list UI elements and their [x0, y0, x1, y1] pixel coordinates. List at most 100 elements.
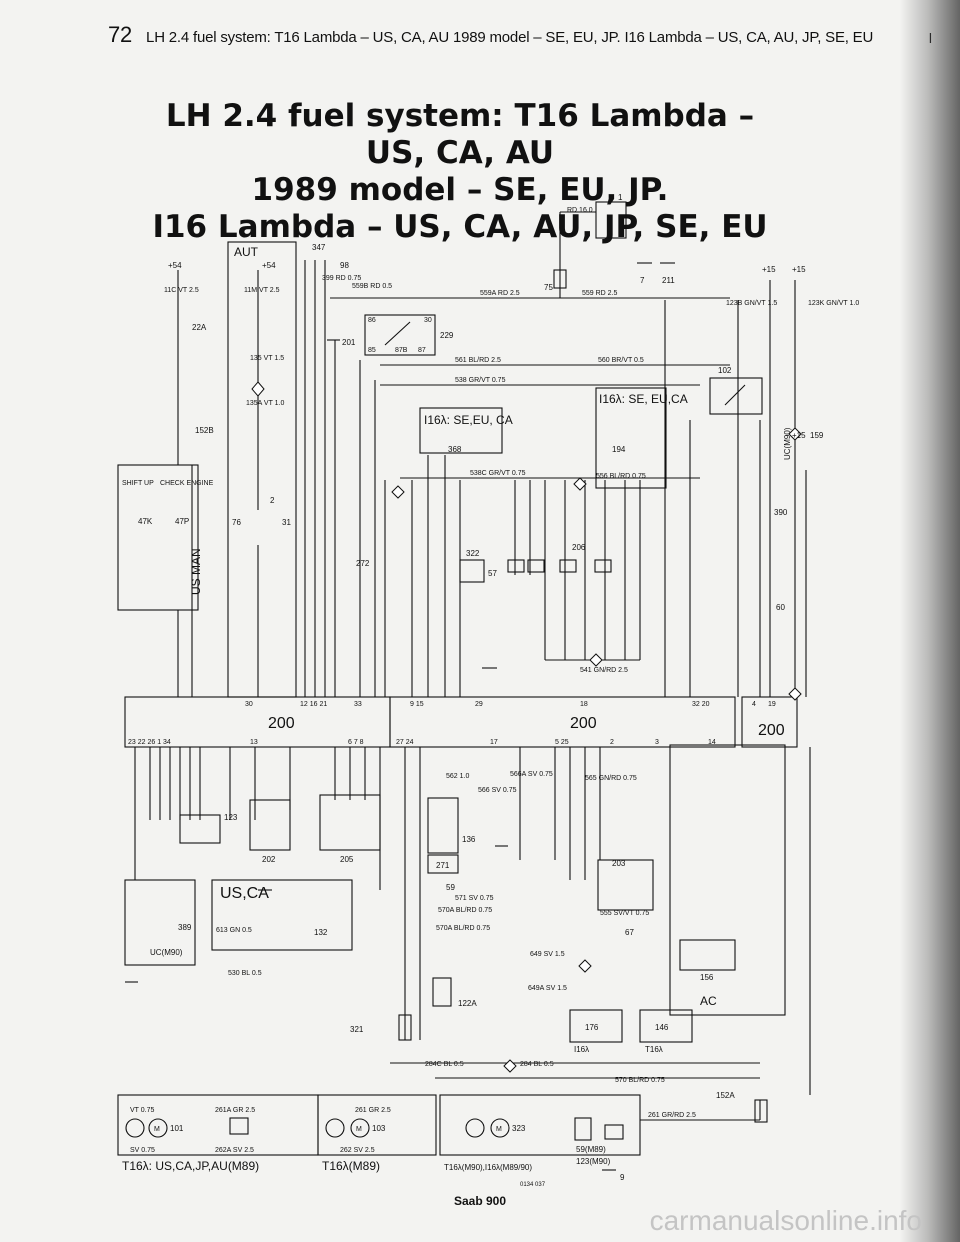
- ecu-right-label: 200: [570, 715, 597, 732]
- comp-76: 76: [232, 518, 241, 527]
- comp-205: 205: [340, 855, 354, 864]
- comp-202: 202: [262, 855, 276, 864]
- pin-85: 85: [368, 347, 376, 354]
- pin-9-15: 9 15: [410, 701, 424, 708]
- motor-101-number: 101: [170, 1124, 184, 1133]
- wire-11m: 11M VT 2.5: [244, 287, 280, 294]
- wire-123k: 123K GN/VT 1.0: [808, 300, 859, 307]
- comp-136: 136: [462, 835, 476, 844]
- relay-123-m90: 123(M90): [576, 1157, 611, 1166]
- wire-538: 538 GR/VT 0.75: [455, 377, 506, 384]
- footer-brand: Saab 900: [453, 1194, 507, 1208]
- pin-30: 30: [245, 701, 253, 708]
- wire-284: 284 BL 0.5: [520, 1061, 554, 1068]
- supply-plus15-right: +15: [792, 265, 806, 274]
- us-ca-label: US,CA: [220, 885, 269, 902]
- pin-2: 2: [610, 739, 614, 746]
- pin-29: 29: [475, 701, 483, 708]
- wire-649: 649 SV 1.5: [530, 951, 565, 958]
- comp-60: 60: [776, 603, 785, 612]
- shift-up-label: SHIFT UP: [122, 480, 154, 487]
- pin-17: 17: [490, 739, 498, 746]
- wire-rd16: RD 16.0: [567, 207, 593, 214]
- check-engine-label: CHECK ENGINE: [160, 480, 214, 487]
- motor-101-label: T16λ: US,CA,JP,AU(M89): [122, 1159, 259, 1173]
- page-binding-shadow: [900, 0, 960, 1242]
- comp-272: 272: [356, 559, 370, 568]
- wire-sv075: SV 0.75: [130, 1147, 155, 1154]
- pin-86: 86: [368, 317, 376, 324]
- pin-6-7-8: 6 7 8: [348, 739, 364, 746]
- pin-5-25: 5 25: [555, 739, 569, 746]
- comp-156: 156: [700, 973, 714, 982]
- wire-570a: 570A BL/RD 0.75: [438, 907, 492, 914]
- wire-262a: 262A SV 2.5: [215, 1147, 254, 1154]
- comp-47p: 47P: [175, 517, 189, 526]
- comp-75: 75: [544, 283, 553, 292]
- uc-m90-right-label: UC(M90): [783, 427, 792, 460]
- pin-4: 4: [752, 701, 756, 708]
- comp-146: 146: [655, 1023, 669, 1032]
- relay-59-m89: 59(M89): [576, 1145, 606, 1154]
- comp-201: 201: [342, 338, 356, 347]
- wire-538c: 538C GR/VT 0.75: [470, 470, 526, 477]
- running-header: 72 LH 2.4 fuel system: T16 Lambda – US, …: [108, 22, 873, 48]
- title-line-1: LH 2.4 fuel system: T16 Lambda – US, CA,…: [165, 98, 755, 171]
- wire-559b: 559B RD 0.5: [352, 283, 392, 290]
- pin-87b: 87B: [395, 347, 408, 354]
- wire-649a: 649A SV 1.5: [528, 985, 567, 992]
- comp-123: 123: [224, 813, 238, 822]
- wire-566a: 566A SV 0.75: [510, 771, 553, 778]
- comp-347: 347: [312, 243, 326, 252]
- running-title: LH 2.4 fuel system: T16 Lambda – US, CA,…: [146, 29, 874, 46]
- comp-132: 132: [314, 928, 328, 937]
- comp-194: 194: [612, 445, 626, 454]
- comp-7: 7: [640, 276, 645, 285]
- wire-570: 570 BL/RD 0.75: [615, 1077, 665, 1084]
- aut-box: [227, 241, 297, 698]
- footer-code: 0134 037: [520, 1182, 546, 1188]
- comp-57: 57: [488, 569, 497, 578]
- pin-33: 33: [354, 701, 362, 708]
- comp-211: 211: [662, 276, 675, 285]
- pin-32-20: 32 20: [692, 701, 710, 708]
- wire-135a: 135A VT 1.0: [246, 400, 285, 407]
- aut-label: AUT: [234, 245, 259, 259]
- wire-566: 566 SV 0.75: [478, 787, 517, 794]
- motor-323-label: T16λ(M90),I16λ(M89/90): [444, 1163, 532, 1172]
- comp-229: 229: [440, 331, 454, 340]
- wire-561: 561 BL/RD 2.5: [455, 357, 501, 364]
- wire-135: 135 VT 1.5: [250, 355, 284, 362]
- comp-206: 206: [572, 543, 586, 552]
- comp-9: 9: [620, 1173, 625, 1182]
- comp-67: 67: [625, 928, 634, 937]
- wire-262-mid: 262 SV 2.5: [340, 1147, 375, 1154]
- us-man-box: [117, 464, 199, 611]
- motor-103-label: T16λ(M89): [322, 1159, 380, 1173]
- watermark: carmanualsonline.info: [649, 1205, 922, 1236]
- uc-m90-left-label: UC(M90): [150, 948, 183, 957]
- pin-19: 19: [768, 701, 776, 708]
- motor-323-letter: M: [496, 1126, 502, 1133]
- sub-t16: T16λ: [645, 1045, 663, 1054]
- comp-321: 321: [350, 1025, 364, 1034]
- pin-30-relay: 30: [424, 317, 432, 324]
- wire-261-grrd: 261 GR/RD 2.5: [648, 1112, 696, 1119]
- pin-13: 13: [250, 739, 258, 746]
- wire-123b: 123B GN/VT 1.5: [726, 300, 777, 307]
- wire-570a-b: 570A BL/RD 0.75: [436, 925, 490, 932]
- pin-3: 3: [655, 739, 659, 746]
- ecu-far-label: 200: [758, 722, 785, 739]
- comp-59: 59: [446, 883, 455, 892]
- pin-14: 14: [708, 739, 716, 746]
- wire-530: 530 BL 0.5: [228, 970, 262, 977]
- i16-box-right: [595, 387, 667, 489]
- wire-562: 562 1.0: [446, 773, 469, 780]
- wire-559: 559 RD 2.5: [582, 290, 618, 297]
- wire-556: 556 BL/RD 0.75: [596, 473, 646, 480]
- wire-560: 560 BR/VT 0.5: [598, 357, 644, 364]
- i16-se-eu-ca-label: I16λ: SE,EU, CA: [424, 413, 513, 427]
- comp-152a: 152A: [716, 1091, 735, 1100]
- comp-390: 390: [774, 508, 788, 517]
